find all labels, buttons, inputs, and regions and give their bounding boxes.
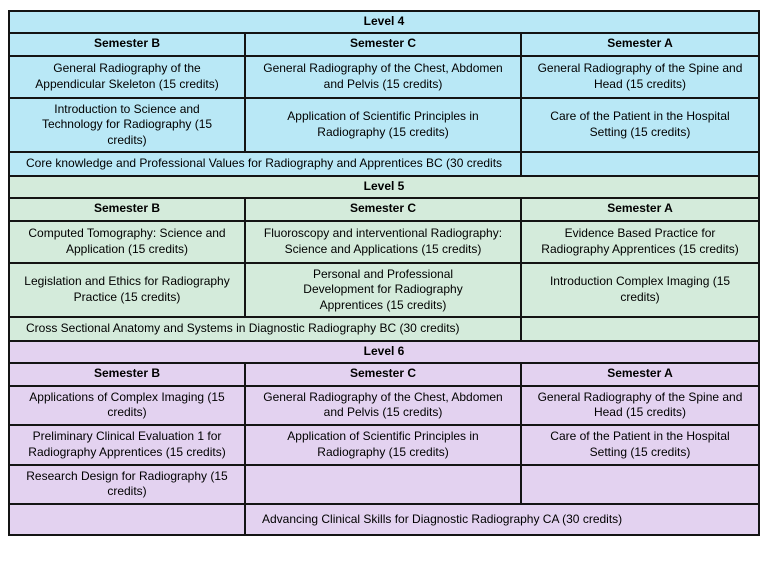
module-cell: Application of Scientific Principles in … <box>244 423 522 466</box>
level-5-semester-b-header: Semester B <box>8 196 246 222</box>
module-cell: General Radiography of the Chest, Abdome… <box>244 384 522 426</box>
empty-cell <box>520 151 760 177</box>
module-cell: General Radiography of the Spine and Hea… <box>520 54 760 99</box>
module-cell: Computed Tomography: Science and Applica… <box>8 219 246 264</box>
level-6-semester-c-header: Semester C <box>244 361 522 387</box>
level-6-semester-b-header: Semester B <box>8 361 246 387</box>
curriculum-table-container: Level 4 Semester B Semester C Semester A… <box>8 10 760 536</box>
module-cell: Application of Scientific Principles in … <box>244 96 522 154</box>
module-cell: Personal and Professional Development fo… <box>244 261 522 319</box>
level-4-semester-b-header: Semester B <box>8 31 246 57</box>
empty-cell <box>244 463 522 505</box>
module-cell: Applications of Complex Imaging (15 cred… <box>8 384 246 426</box>
level-5-wide-module-cell: Cross Sectional Anatomy and Systems in D… <box>8 316 522 342</box>
module-cell: Legislation and Ethics for Radiography P… <box>8 261 246 319</box>
level-4-wide-module-cell: Core knowledge and Professional Values f… <box>8 151 522 177</box>
level-6-semester-a-header: Semester A <box>520 361 760 387</box>
level-6-wide-module-cell: Advancing Clinical Skills for Diagnostic… <box>244 502 760 536</box>
level-4-semester-c-header: Semester C <box>244 31 522 57</box>
module-cell: General Radiography of the Spine and Hea… <box>520 384 760 426</box>
module-cell: Introduction Complex Imaging (15 credits… <box>520 261 760 319</box>
level-5-semester-a-header: Semester A <box>520 196 760 222</box>
curriculum-table: Level 4 Semester B Semester C Semester A… <box>8 10 760 536</box>
level-5-header: Level 5 <box>8 174 760 199</box>
module-cell: Fluoroscopy and interventional Radiograp… <box>244 219 522 264</box>
module-cell: General Radiography of the Chest, Abdome… <box>244 54 522 99</box>
level-4-header: Level 4 <box>8 10 760 34</box>
module-cell: General Radiography of the Appendicular … <box>8 54 246 99</box>
module-cell: Care of the Patient in the Hospital Sett… <box>520 96 760 154</box>
module-cell: Research Design for Radiography (15 cred… <box>8 463 246 505</box>
module-cell: Introduction to Science and Technology f… <box>8 96 246 154</box>
empty-cell <box>8 502 246 536</box>
empty-cell <box>520 316 760 342</box>
module-cell: Care of the Patient in the Hospital Sett… <box>520 423 760 466</box>
empty-cell <box>520 463 760 505</box>
module-cell: Evidence Based Practice for Radiography … <box>520 219 760 264</box>
module-cell: Preliminary Clinical Evaluation 1 for Ra… <box>8 423 246 466</box>
level-5-semester-c-header: Semester C <box>244 196 522 222</box>
level-6-header: Level 6 <box>8 339 760 364</box>
level-4-semester-a-header: Semester A <box>520 31 760 57</box>
